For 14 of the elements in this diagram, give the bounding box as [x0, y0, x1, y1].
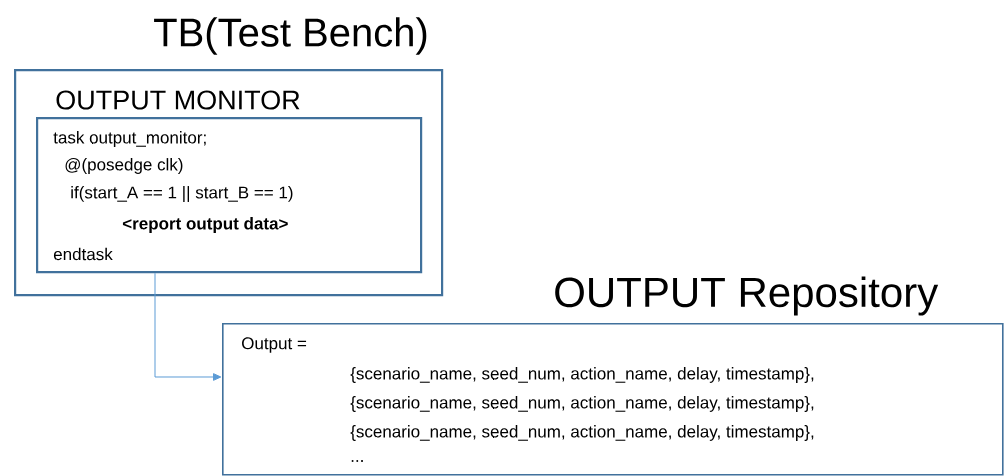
code-line: ... [351, 460, 363, 462]
box-title: OUTPUT MONITOR [56, 90, 300, 110]
code-line: <report output data> [122, 217, 288, 233]
heading: TB(Test Bench) [154, 17, 427, 55]
code-line: {scenario_name, seed_num, action_name, delay, timestamp}, [350, 396, 814, 412]
code-line: task output_monitor; [53, 131, 206, 147]
code-line: Output = [242, 337, 307, 353]
code-line: @(posedge clk) [65, 158, 183, 174]
heading: OUTPUT Repository [555, 276, 939, 316]
arrow [154, 272, 222, 381]
code-line: {scenario_name, seed_num, action_name, delay, timestamp}, [350, 425, 814, 441]
code-line: endtask [53, 247, 113, 261]
code-line: {scenario_name, seed_num, action_name, delay, timestamp}, [350, 367, 814, 383]
code-line: if(start_A == 1 || start_B == 1) [71, 186, 293, 202]
